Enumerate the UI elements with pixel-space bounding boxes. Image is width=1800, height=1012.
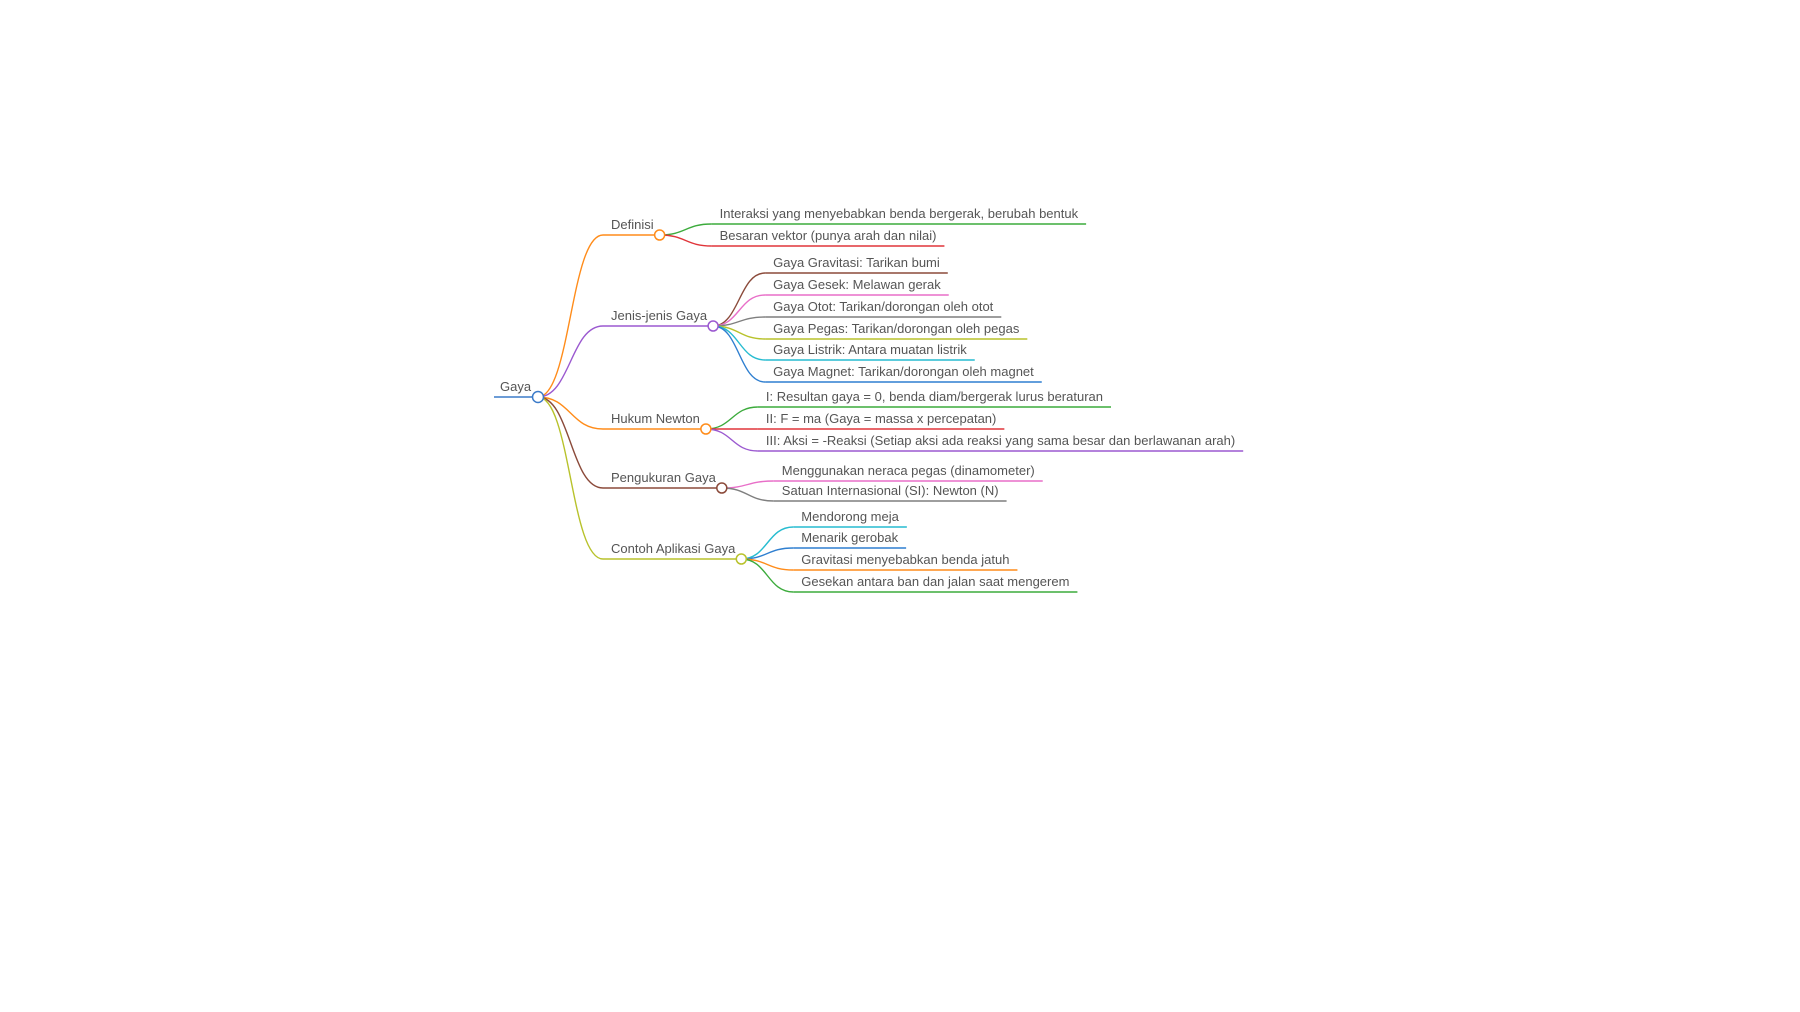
leaf-label-1-2: Besaran vektor (punya arah dan nilai) (720, 228, 937, 243)
leaf-label-2-1: Gaya Gravitasi: Tarikan bumi (773, 255, 940, 270)
leaf-label-2-2: Gaya Gesek: Melawan gerak (773, 277, 941, 292)
leaf-label-3-3: III: Aksi = -Reaksi (Setiap aksi ada rea… (766, 433, 1235, 448)
branch-link-3 (537, 396, 604, 430)
mindmap-nodes: Gaya Definisi Interaksi yang menyebabkan b… (500, 206, 1235, 589)
leaf-link-4-2 (721, 487, 774, 502)
leaf-label-5-4: Gesekan antara ban dan jalan saat menger… (801, 574, 1069, 589)
branch-link-1 (537, 234, 604, 398)
branch-collapse-dot-1[interactable] (653, 229, 666, 241)
branch-label-5: Contoh Aplikasi Gaya (611, 541, 736, 556)
leaf-link-1-2 (659, 234, 712, 247)
branch-collapse-dot-2[interactable] (707, 320, 719, 332)
branch-link-2 (537, 325, 604, 398)
branch-collapse-dot-5[interactable] (735, 553, 748, 565)
leaf-link-2-6 (713, 325, 766, 383)
leaf-label-2-6: Gaya Magnet: Tarikan/dorongan oleh magne… (773, 364, 1034, 379)
leaf-label-5-3: Gravitasi menyebabkan benda jatuh (801, 552, 1009, 567)
leaf-link-2-1 (713, 272, 766, 327)
leaf-label-2-4: Gaya Pegas: Tarikan/dorongan oleh pegas (773, 321, 1020, 336)
mindmap-links (494, 223, 1244, 593)
leaf-label-4-2: Satuan Internasional (SI): Newton (N) (782, 483, 999, 498)
branch-label-1: Definisi (611, 217, 654, 232)
leaf-label-5-2: Menarik gerobak (801, 530, 898, 545)
leaf-label-3-1: I: Resultan gaya = 0, benda diam/bergera… (766, 389, 1103, 404)
branch-label-4: Pengukuran Gaya (611, 470, 717, 485)
leaf-label-5-1: Mendorong meja (801, 509, 899, 524)
leaf-link-3-3 (705, 428, 758, 452)
root-node-label: Gaya (500, 379, 532, 394)
branch-label-2: Jenis-jenis Gaya (611, 308, 708, 323)
leaf-link-3-1 (705, 406, 758, 430)
branch-label-3: Hukum Newton (611, 411, 700, 426)
branch-collapse-dot-4[interactable] (716, 482, 728, 494)
leaf-label-2-3: Gaya Otot: Tarikan/dorongan oleh otot (773, 299, 994, 314)
root-collapse-dot[interactable] (531, 390, 545, 404)
leaf-label-3-2: II: F = ma (Gaya = massa x percepatan) (766, 411, 996, 426)
leaf-label-4-1: Menggunakan neraca pegas (dinamometer) (782, 463, 1035, 478)
leaf-label-2-5: Gaya Listrik: Antara muatan listrik (773, 342, 967, 357)
branch-link-4 (537, 396, 604, 489)
branch-collapse-dot-3[interactable] (700, 423, 712, 435)
leaf-link-5-4 (741, 558, 794, 593)
leaf-link-1-1 (659, 223, 712, 236)
leaf-link-4-1 (721, 480, 774, 489)
branch-link-5 (537, 396, 604, 560)
leaf-label-1-1: Interaksi yang menyebabkan benda bergera… (720, 206, 1079, 221)
